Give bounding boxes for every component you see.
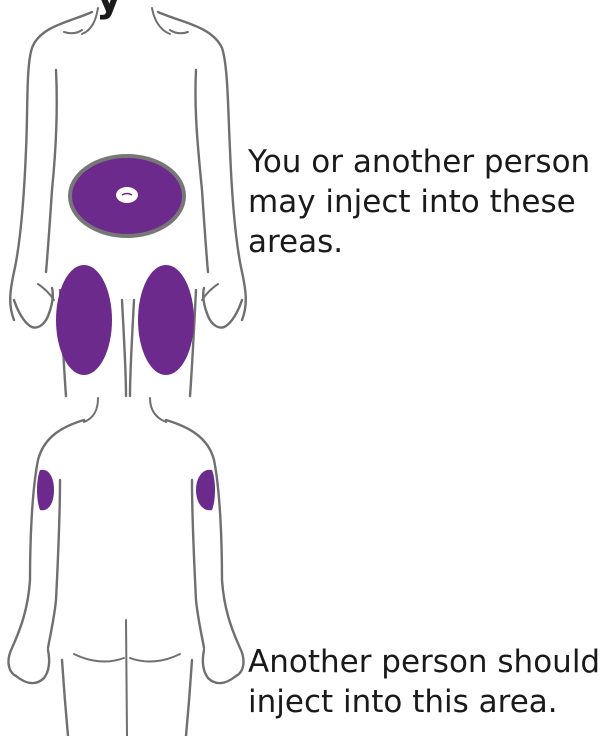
- back-caption-line-2: inject into this area.: [248, 682, 600, 722]
- front-collar-right: [170, 30, 188, 33]
- front-caption-line-1: You or another person: [248, 142, 590, 182]
- front-caption: You or another person may inject into th…: [248, 142, 590, 262]
- back-midline: [126, 620, 127, 736]
- back-neck-right: [150, 398, 166, 422]
- front-right-hand: [203, 288, 242, 328]
- front-right-leg-inner: [130, 300, 134, 396]
- back-right-arm-outer: [166, 420, 243, 676]
- back-left-buttock: [74, 654, 124, 661]
- front-left-hand: [14, 288, 53, 328]
- right-thigh-injection-site: [138, 265, 194, 375]
- front-body-figure: [10, 8, 246, 396]
- back-right-buttock: [130, 654, 180, 661]
- back-caption-line-1: Another person should: [248, 642, 600, 682]
- front-neck-right: [152, 8, 170, 34]
- back-left-hand: [16, 650, 49, 683]
- back-caption: Another person should inject into this a…: [248, 642, 600, 722]
- back-left-arm-outer: [9, 420, 84, 676]
- front-right-torso-side: [195, 70, 208, 272]
- front-left-torso-side: [46, 70, 57, 272]
- back-right-leg-outer: [186, 660, 192, 736]
- left-thigh-injection-site: [56, 265, 112, 375]
- front-collar-left: [64, 30, 82, 33]
- front-left-leg-inner: [122, 300, 126, 396]
- front-caption-line-3: areas.: [248, 222, 590, 262]
- back-body-figure: [9, 398, 244, 736]
- left-upper-arm-injection-site: [37, 470, 54, 511]
- front-caption-line-2: may inject into these: [248, 182, 590, 222]
- navel-exclusion-area: [116, 187, 138, 203]
- back-neck-left: [84, 398, 98, 422]
- back-right-hand: [203, 650, 236, 683]
- right-upper-arm-injection-site: [196, 470, 215, 511]
- back-left-leg-outer: [62, 660, 68, 736]
